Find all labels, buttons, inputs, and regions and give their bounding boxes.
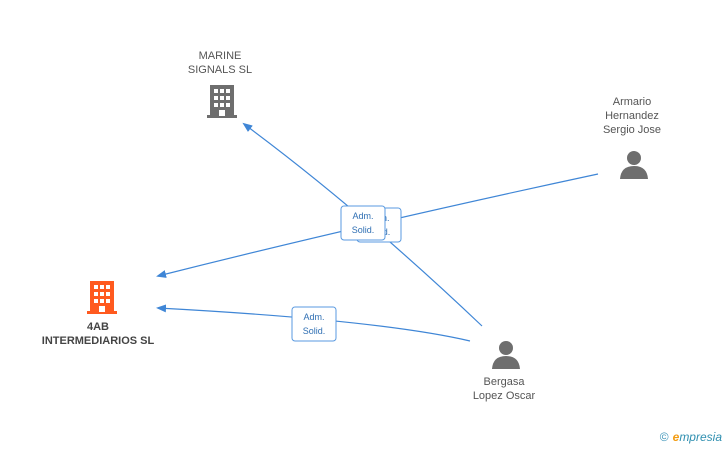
copyright-icon: © [659, 430, 669, 444]
node-label-line: MARINE [198, 50, 242, 62]
edge-bergasa-to-4ab [156, 304, 471, 342]
node-label-bergasa[interactable]: Bergasa Lopez Oscar [454, 375, 554, 403]
edge-label-line2: Solid. [352, 225, 375, 235]
node-label-line: Hernandez [605, 110, 659, 122]
node-label-line: SIGNALS SL [187, 64, 253, 76]
edge-label-line1: Adm. [352, 211, 373, 221]
node-label-line: 4AB [86, 321, 109, 333]
node-label-4ab[interactable]: 4AB INTERMEDIARIOS SL [28, 320, 168, 348]
node-label-line: Bergasa [483, 376, 525, 388]
node-label-armario[interactable]: Armario Hernandez Sergio Jose [582, 95, 682, 137]
node-label-marine-signals[interactable]: MARINE SIGNALS SL [170, 49, 270, 77]
edge-label-bergasa-4ab[interactable]: Adm. Solid. [291, 306, 337, 342]
node-label-line: Lopez Oscar [472, 390, 536, 402]
person-icon[interactable] [492, 341, 520, 369]
person-icon[interactable] [620, 151, 648, 179]
brand-name: mpresia [679, 430, 722, 444]
empresia-watermark: ©empresia [660, 430, 722, 444]
node-label-line: INTERMEDIARIOS SL [41, 335, 155, 347]
edge-label-armario-4ab[interactable]: Adm. Solid. [340, 205, 386, 241]
building-icon[interactable] [207, 85, 237, 118]
edge-label-line1: Adm. [303, 312, 324, 322]
edge-label-line2: Solid. [303, 326, 326, 336]
building-icon[interactable] [87, 281, 117, 314]
brand-e: e [672, 430, 680, 444]
node-label-line: Sergio Jose [602, 124, 662, 136]
node-label-line: Armario [612, 96, 652, 108]
